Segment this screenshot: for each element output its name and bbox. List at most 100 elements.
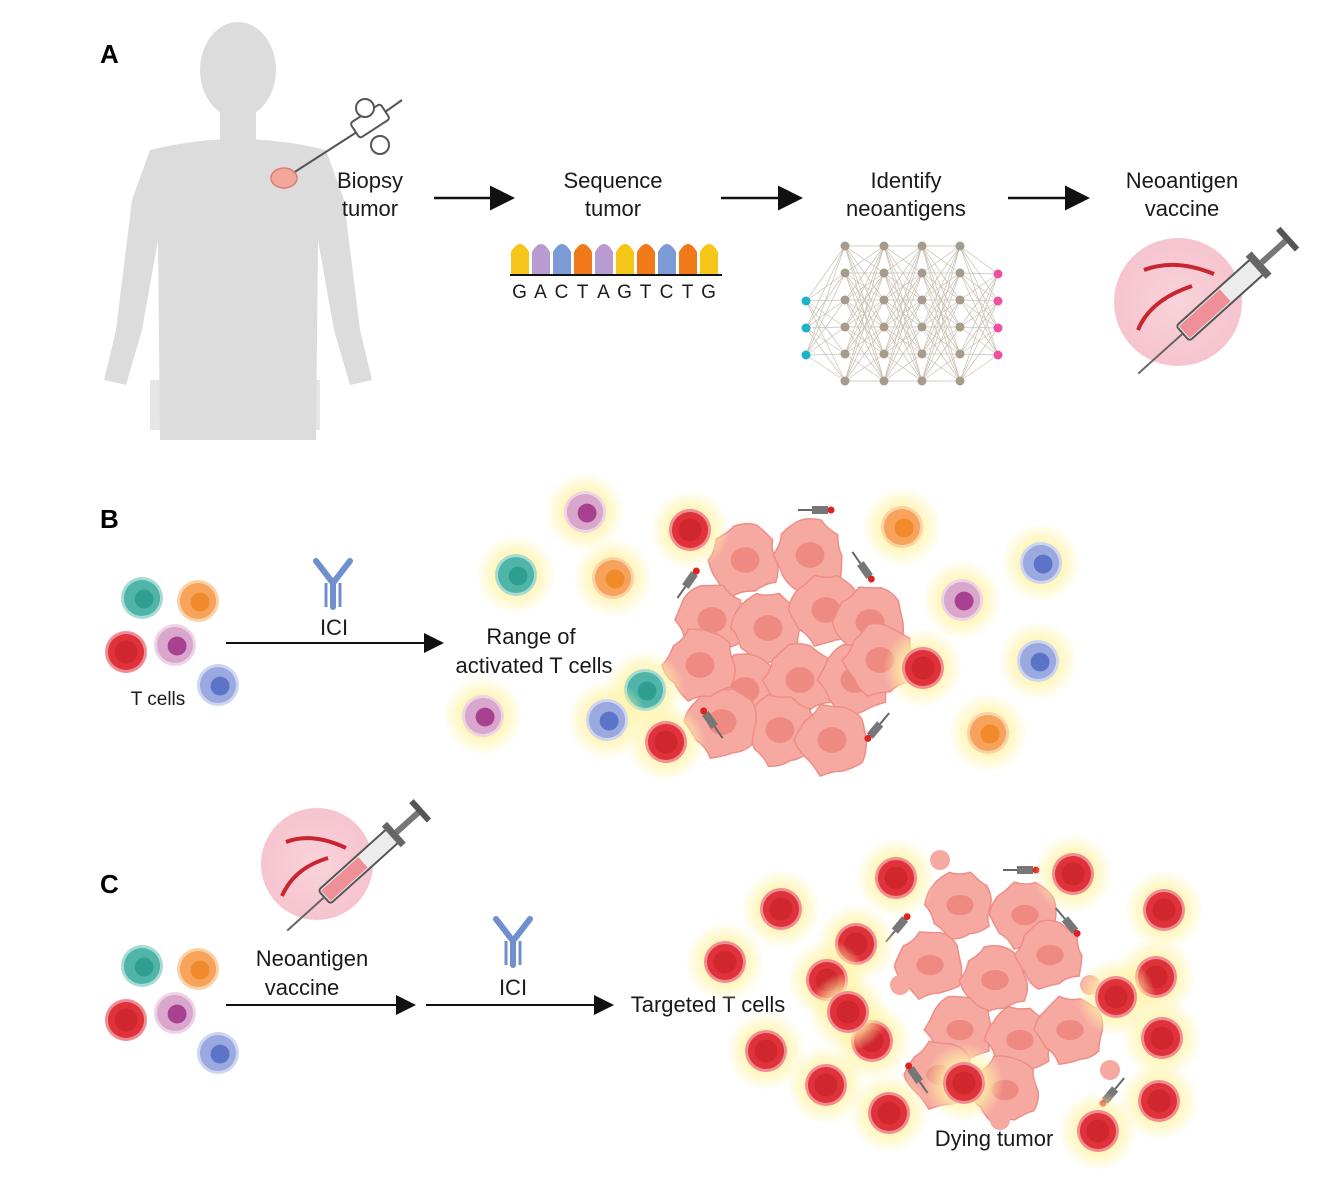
tumor-mass-icon [661, 506, 916, 778]
dying-tumor-icon [870, 850, 1125, 1130]
t-cell-icon [105, 999, 147, 1041]
mhc-receptor-icon [798, 506, 835, 514]
t-cell-icon [1058, 1091, 1138, 1171]
nn-output-node [993, 269, 1003, 279]
svg-text:neoantigens: neoantigens [846, 196, 966, 221]
t-cell-icon [197, 664, 239, 706]
chromatogram-peak [511, 244, 529, 274]
t-cell-icon [573, 538, 653, 618]
dna-base: G [512, 282, 528, 303]
nn-node [879, 268, 889, 278]
t-cell-icon [545, 472, 625, 552]
t-cell-icon [1124, 870, 1204, 950]
nn-node [955, 322, 965, 332]
dna-base: G [617, 282, 633, 303]
t-cell-icon [883, 628, 963, 708]
t-cell-icon [476, 535, 556, 615]
tumor-cell [1013, 919, 1083, 991]
tumor-fragment [1100, 1060, 1120, 1080]
t-cell-icon [808, 972, 888, 1052]
vaccine-syringe-icon-c [261, 799, 432, 932]
chromatogram-peak [637, 244, 655, 274]
sequence-chromatogram-icon [511, 244, 718, 274]
chromatogram-peak [574, 244, 592, 274]
t-cell-icon [1122, 998, 1202, 1078]
svg-text:Neoantigen: Neoantigen [1126, 168, 1239, 193]
vaccine-label-line1: Neoantigen [256, 946, 369, 971]
t-cell-icon [177, 580, 219, 622]
chromatogram-peak [658, 244, 676, 274]
t-cell-icon [726, 1011, 806, 1091]
tumor-cell [772, 518, 843, 592]
step-sequence-label: Sequence tumor [563, 168, 662, 221]
nn-node [917, 241, 927, 251]
panel-b-label: B [100, 504, 119, 534]
nn-input-node [801, 296, 811, 306]
t-cell-icon [154, 624, 196, 666]
dna-base: C [660, 282, 675, 303]
nn-output-node [993, 296, 1003, 306]
t-cells-label: T cells [131, 689, 186, 710]
nn-node [917, 349, 927, 359]
biopsy-syringe-icon [270, 98, 403, 189]
activated-label-line2: activated T cells [456, 653, 613, 678]
t-cell-icon [856, 838, 936, 918]
nn-node [917, 295, 927, 305]
svg-text:Identify: Identify [871, 168, 942, 193]
nn-node [955, 268, 965, 278]
nn-node [840, 295, 850, 305]
svg-text:tumor: tumor [585, 196, 641, 221]
nn-output-node [993, 323, 1003, 333]
t-cell-icon [1033, 834, 1113, 914]
ici-label-b: ICI [320, 615, 348, 640]
t-cell-icon [154, 992, 196, 1034]
dna-base: C [555, 282, 570, 303]
panel-c-label: C [100, 869, 119, 899]
t-cell-icon [1076, 957, 1156, 1037]
chromatogram-peak [553, 244, 571, 274]
chromatogram-peak [616, 244, 634, 274]
neural-network-icon [801, 241, 1003, 386]
t-cell-icon [786, 1045, 866, 1125]
nn-node [917, 268, 927, 278]
nn-output-node [993, 350, 1003, 360]
nn-input-node [801, 350, 811, 360]
nn-node [879, 295, 889, 305]
chromatogram-peak [595, 244, 613, 274]
t-cell-icon [862, 487, 942, 567]
t-cell-icon [685, 922, 765, 1002]
nn-node [840, 349, 850, 359]
nn-node [879, 349, 889, 359]
t-cell-icon [741, 869, 821, 949]
nn-node [879, 376, 889, 386]
human-silhouette-icon [104, 22, 372, 440]
dna-base: T [640, 282, 653, 303]
t-cell-icon [197, 1032, 239, 1074]
t-cell-icon [105, 631, 147, 673]
nn-node [955, 349, 965, 359]
chromatogram-peak [700, 244, 718, 274]
t-cell-icon [924, 1043, 1004, 1123]
t-cell-icon [998, 621, 1078, 701]
tumor-cell [793, 703, 868, 778]
chromatogram-peak [532, 244, 550, 274]
mhc-receptor-icon [851, 551, 875, 583]
t-cell-icon [922, 560, 1002, 640]
t-cell-icon [948, 693, 1028, 773]
t-cell-icon [443, 676, 523, 756]
dna-base: A [597, 282, 611, 303]
nn-node [879, 322, 889, 332]
dna-base: G [701, 282, 717, 303]
antibody-icon-c [496, 919, 530, 965]
svg-text:Sequence: Sequence [563, 168, 662, 193]
nn-node [917, 376, 927, 386]
mhc-receptor-icon [676, 567, 700, 599]
nn-node [840, 376, 850, 386]
tumor-fragment [890, 975, 910, 995]
step-vaccine-label: Neoantigen vaccine [1126, 168, 1239, 221]
t-cell-icon [121, 945, 163, 987]
vaccine-label-line2: vaccine [265, 975, 340, 1000]
dna-base: T [682, 282, 695, 303]
nn-node [917, 322, 927, 332]
